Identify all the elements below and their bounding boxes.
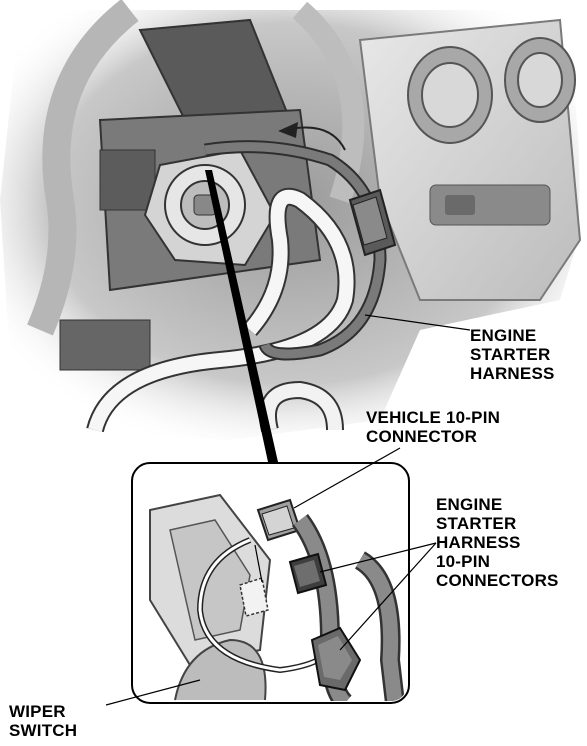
label-engine-starter-harness-connectors: ENGINE STARTER HARNESS 10-PIN CONNECTORS — [436, 495, 559, 590]
inset-view — [106, 448, 436, 705]
label-wiper-switch: WIPER SWITCH — [9, 702, 77, 740]
label-engine-starter-harness: ENGINE STARTER HARNESS — [470, 326, 555, 383]
label-vehicle-10-pin-connector: VEHICLE 10-PIN CONNECTOR — [366, 408, 500, 446]
